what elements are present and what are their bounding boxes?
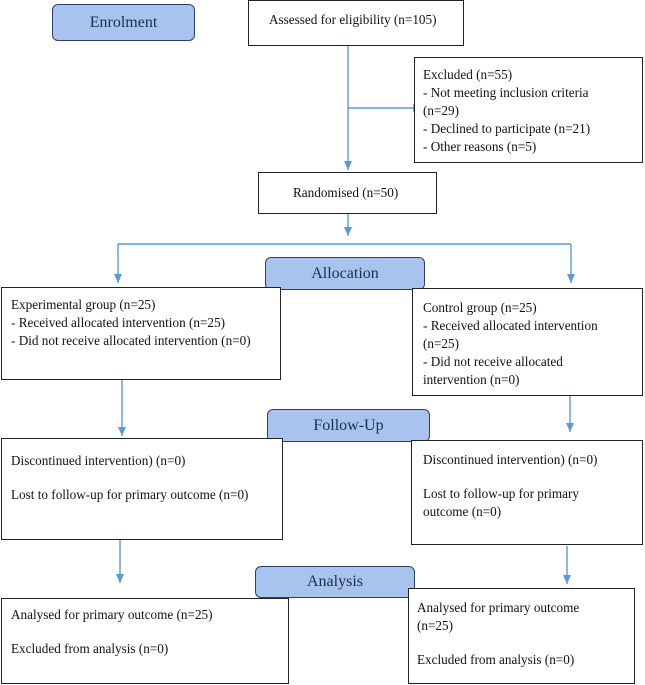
followup-right-discontinued: Discontinued intervention) (n=0) (423, 452, 598, 467)
analysis-left-box: Analysed for primary outcome (n=25) Excl… (1, 598, 289, 684)
stage-enrolment: Enrolment (52, 4, 195, 41)
stage-allocation: Allocation (265, 257, 425, 290)
excluded-line: (n=29) (423, 103, 460, 118)
control-line: (n=25) (423, 336, 460, 351)
analysis-right-analysed: (n=25) (417, 618, 454, 633)
followup-right-lost: Lost to follow-up for primary (423, 486, 580, 501)
analysis-left-excluded: Excluded from analysis (n=0) (11, 641, 169, 656)
experimental-title: Experimental group (n=25) (11, 297, 156, 312)
excluded-line: - Declined to participate (n=21) (423, 121, 591, 136)
followup-right-box: Discontinued intervention) (n=0) Lost to… (411, 440, 643, 545)
control-line: - Did not receive allocated (423, 354, 563, 369)
stage-analysis-label: Analysis (307, 573, 363, 590)
assessed-text: Assessed for eligibility (n=105) (269, 12, 437, 27)
analysis-right-box: Analysed for primary outcome (n=25) Excl… (408, 588, 635, 684)
excluded-line: - Not meeting inclusion criteria (423, 85, 589, 100)
analysis-right-excluded: Excluded from analysis (n=0) (417, 652, 575, 667)
stage-allocation-label: Allocation (311, 264, 379, 282)
analysis-right-analysed: Analysed for primary outcome (417, 600, 580, 615)
randomised-text: Randomised (n=50) (293, 185, 399, 200)
stage-follow-up-label: Follow-Up (313, 416, 384, 434)
analysis-left-analysed: Analysed for primary outcome (n=25) (11, 607, 213, 622)
control-title: Control group (n=25) (423, 300, 537, 315)
followup-left-box: Discontinued intervention) (n=0) Lost to… (1, 438, 283, 540)
experimental-line: - Received allocated intervention (n=25) (11, 315, 225, 330)
excluded-line: - Other reasons (n=5) (423, 139, 537, 154)
control-line: - Received allocated intervention (423, 318, 598, 333)
experimental-group-box: Experimental group (n=25) - Received all… (1, 287, 281, 380)
excluded-box: Excluded (n=55) - Not meeting inclusion … (414, 57, 643, 163)
stage-analysis: Analysis (255, 566, 415, 598)
followup-right-lost: outcome (n=0) (423, 504, 502, 519)
control-line: intervention (n=0) (423, 372, 520, 387)
randomised-box: Randomised (n=50) (258, 172, 437, 214)
excluded-title: Excluded (n=55) (423, 67, 513, 82)
experimental-line: - Did not receive allocated intervention… (11, 333, 251, 348)
stage-follow-up: Follow-Up (267, 409, 430, 442)
assessed-box: Assessed for eligibility (n=105) (248, 0, 464, 46)
followup-left-lost: Lost to follow-up for primary outcome (n… (11, 487, 249, 502)
followup-left-discontinued: Discontinued intervention) (n=0) (11, 453, 186, 468)
stage-enrolment-label: Enrolment (89, 13, 158, 31)
control-group-box: Control group (n=25) - Received allocate… (412, 288, 643, 396)
